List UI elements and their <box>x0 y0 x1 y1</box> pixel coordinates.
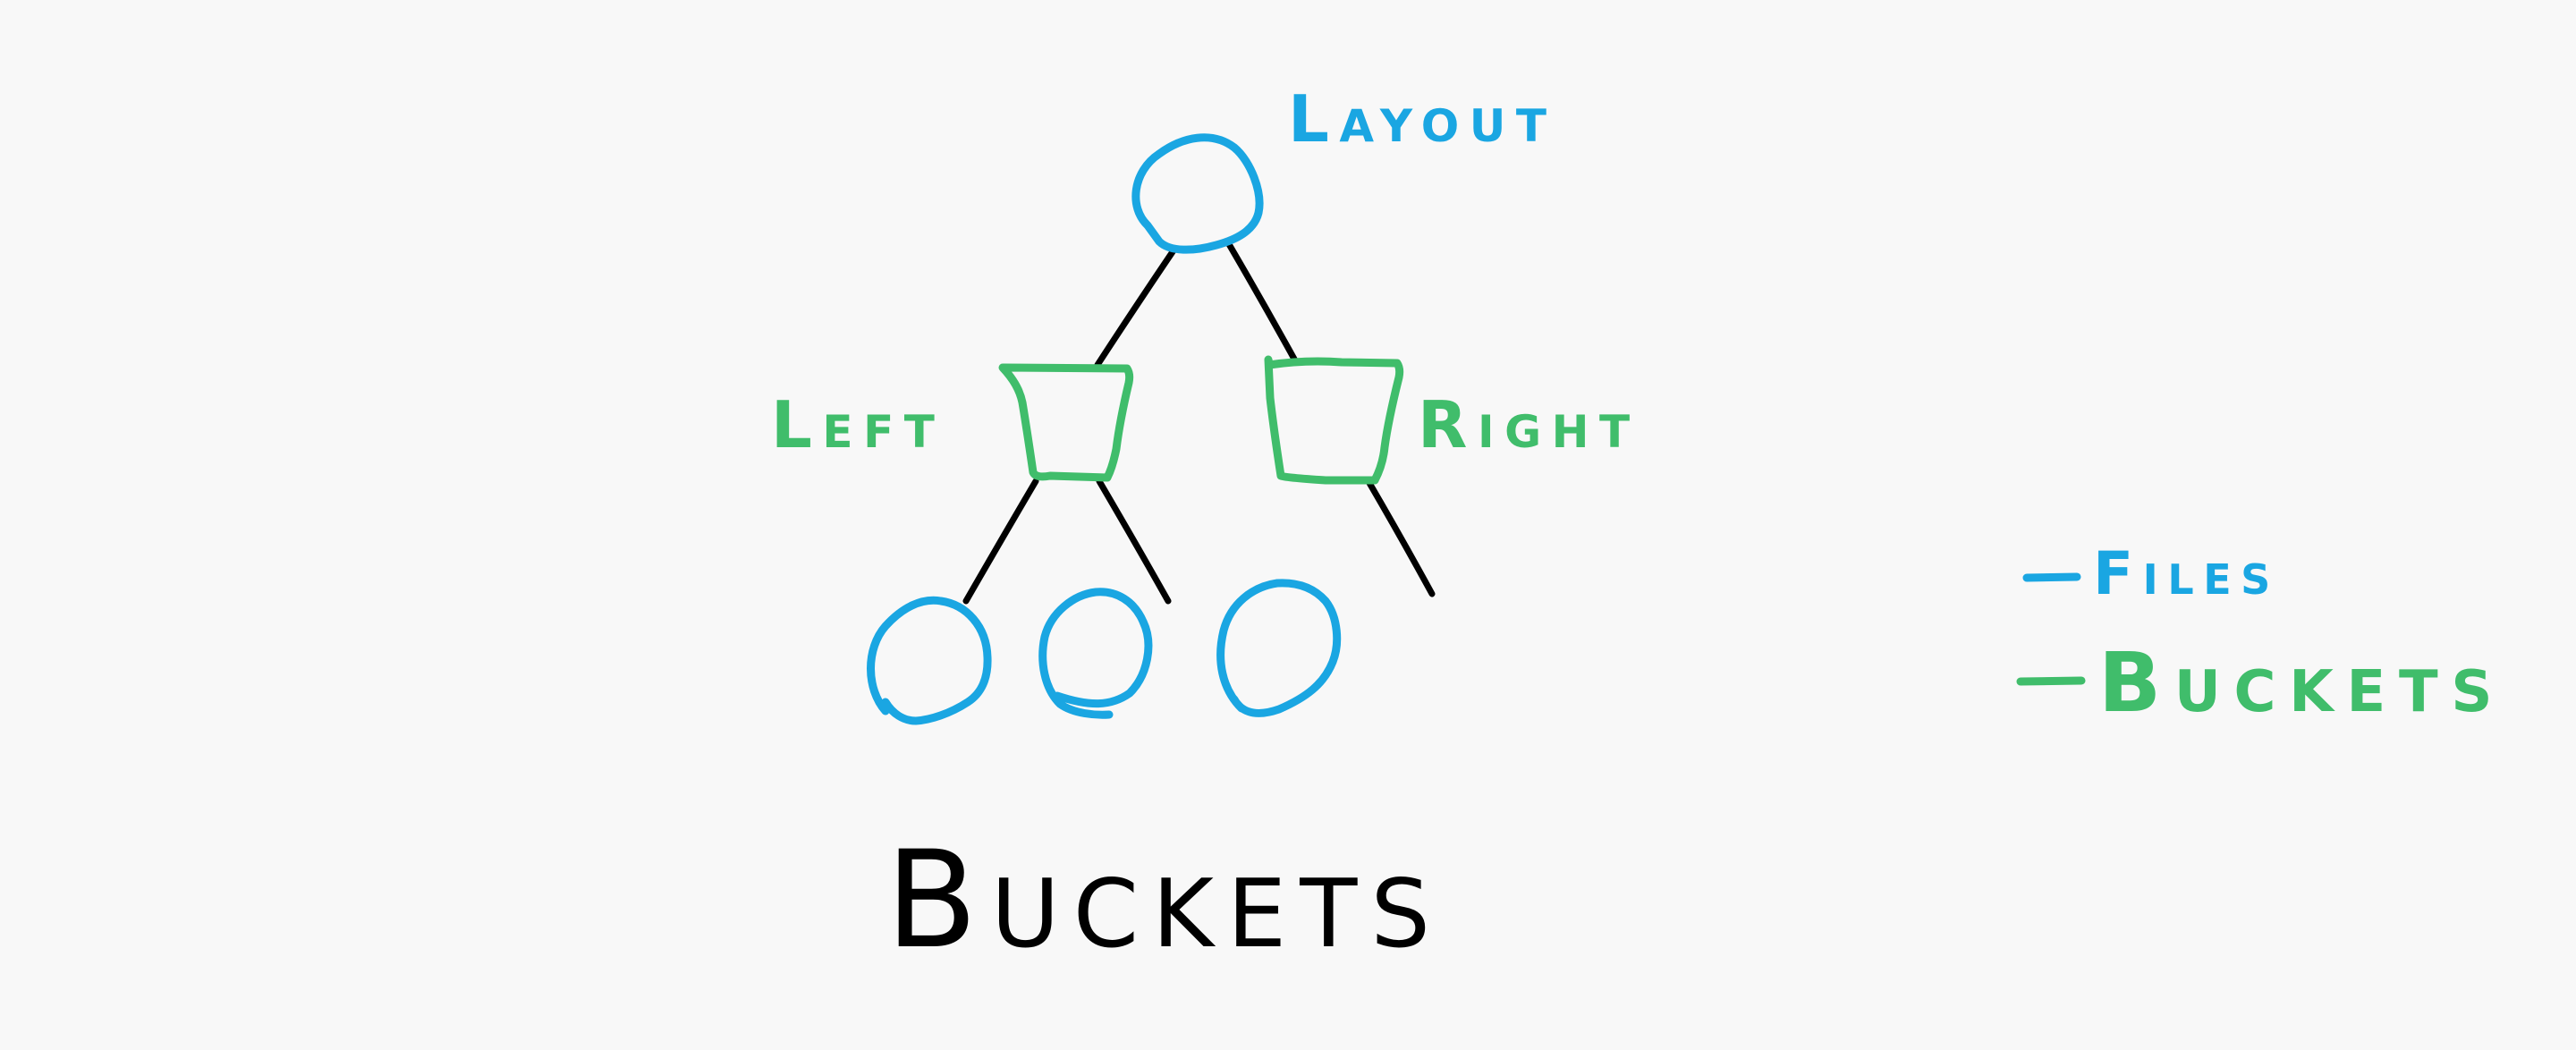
file-circle-icon <box>1131 133 1264 254</box>
right-bucket-node[interactable]: Right <box>1264 355 1640 485</box>
right-label: Right <box>1418 387 1640 462</box>
legend-dash-icon <box>2016 676 2086 686</box>
left-leaf-2-node[interactable] <box>1038 588 1153 719</box>
bucket-trapezoid-icon <box>998 363 1134 482</box>
edges <box>962 241 1436 605</box>
legend: Files Buckets <box>2016 539 2505 731</box>
edge-left-leaf1 <box>962 478 1039 605</box>
legend-dash-icon <box>2022 572 2081 582</box>
legend-item-files: Files <box>2022 539 2280 608</box>
file-circle-icon <box>1216 579 1342 717</box>
left-leaf-1-node[interactable] <box>867 596 992 725</box>
diagram-title: Buckets <box>886 823 1444 978</box>
left-bucket-node[interactable]: Left <box>771 363 1134 482</box>
left-label: Left <box>771 387 945 462</box>
edge-right-leaf1 <box>1366 479 1436 597</box>
root-node[interactable]: Layout <box>1131 81 1557 254</box>
legend-files-label: Files <box>2093 539 2280 608</box>
edge-left-leaf2 <box>1096 478 1172 605</box>
bucket-trapezoid-icon <box>1264 355 1404 485</box>
edge-root-right <box>1225 241 1300 366</box>
legend-buckets-label: Buckets <box>2098 635 2505 731</box>
legend-item-buckets: Buckets <box>2016 635 2505 731</box>
root-label: Layout <box>1288 81 1557 157</box>
file-circle-icon <box>1038 588 1153 719</box>
file-circle-icon <box>867 596 992 725</box>
right-leaf-1-node[interactable] <box>1216 579 1342 717</box>
edge-root-left <box>1094 247 1177 368</box>
